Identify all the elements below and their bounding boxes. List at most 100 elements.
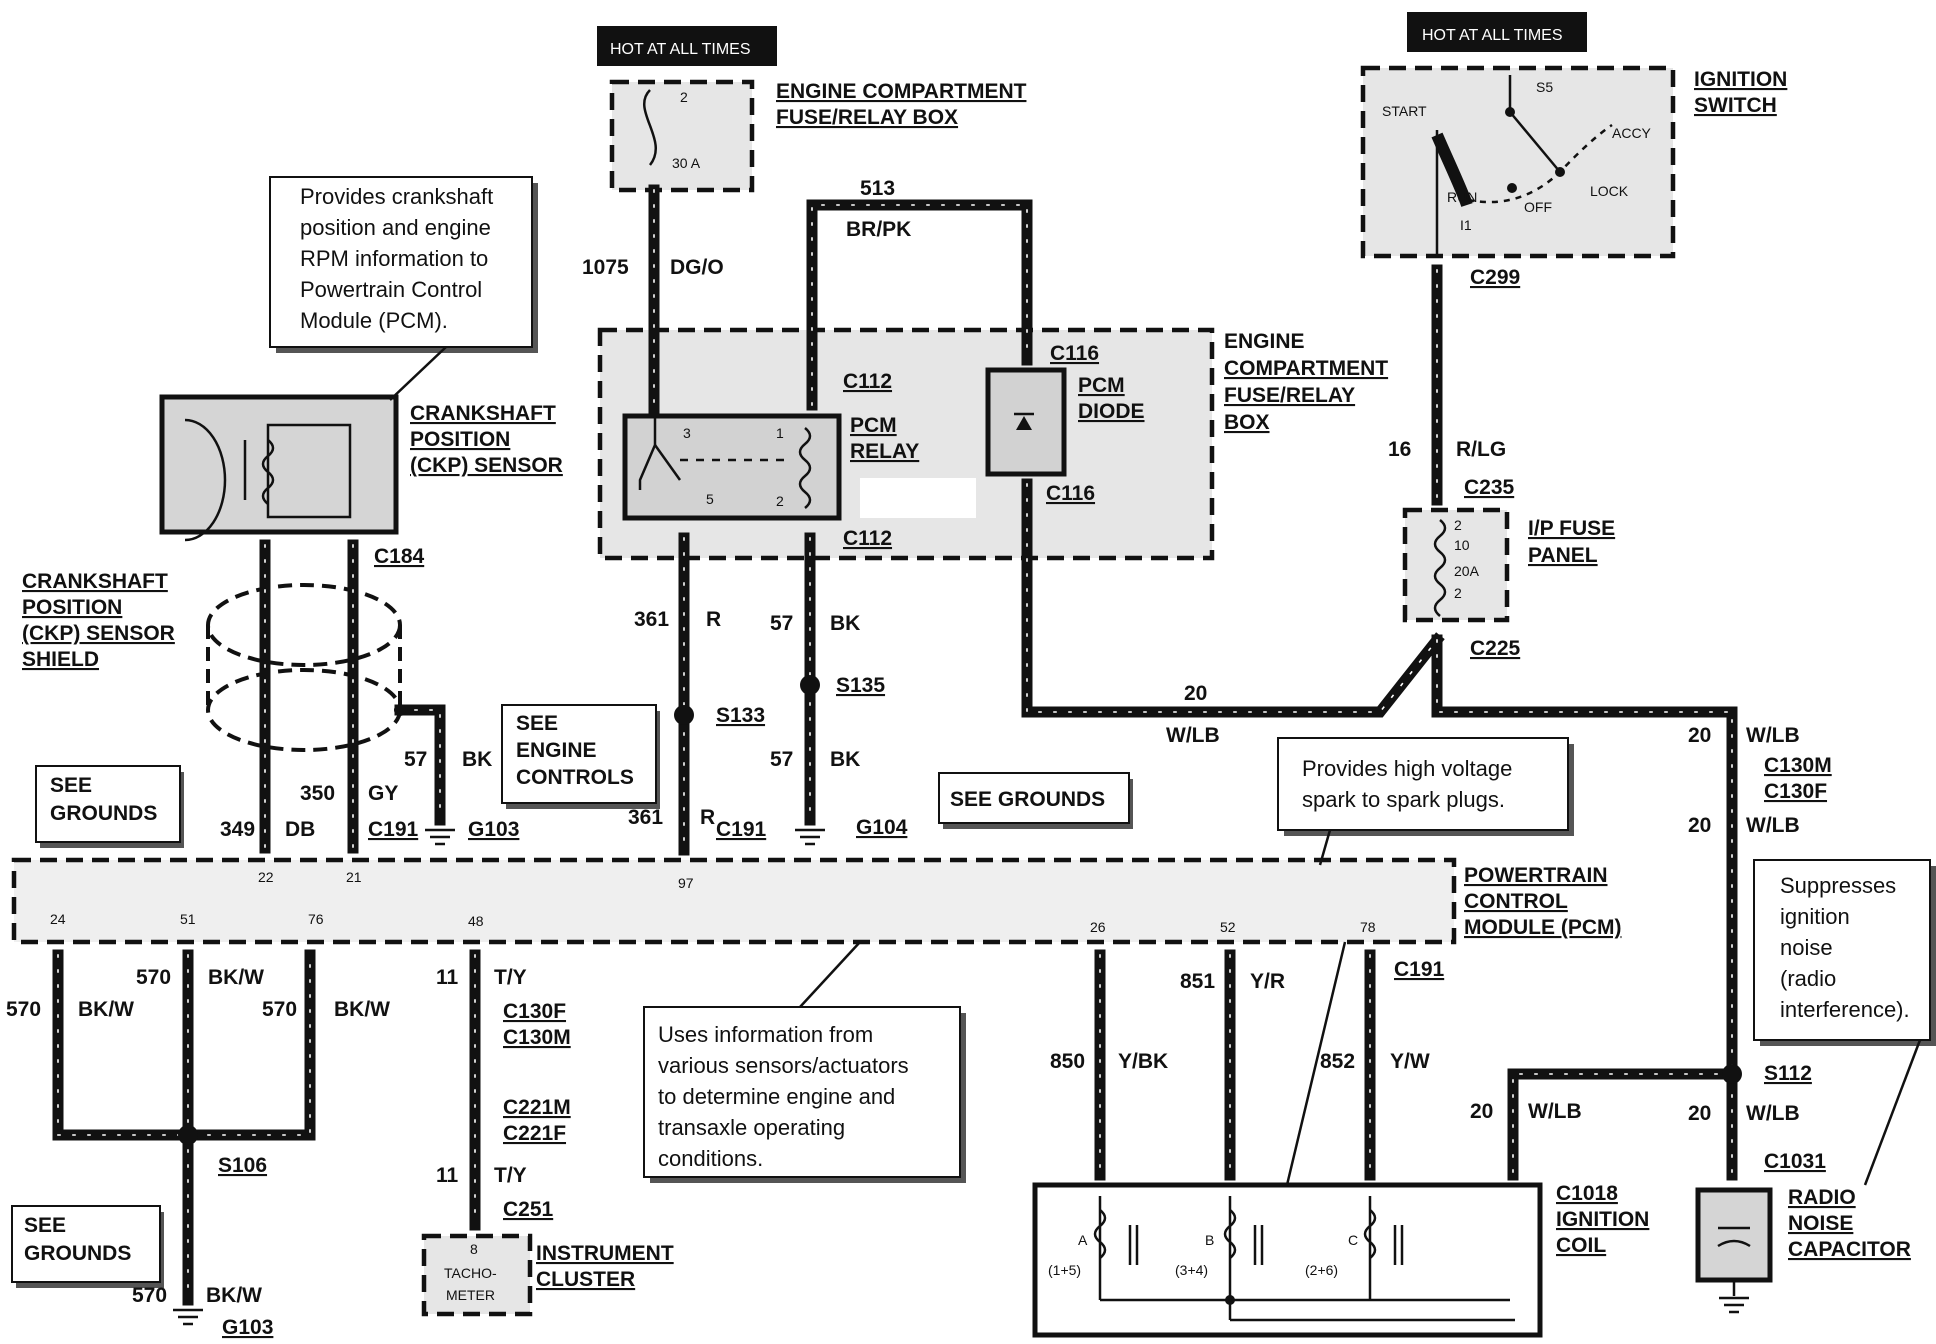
label-coil-1: IGNITION xyxy=(1556,1208,1649,1231)
shield-top xyxy=(206,583,402,667)
conn-c191-mid: C191 xyxy=(716,818,767,841)
pcm-pin-22: 22 xyxy=(258,869,274,885)
callout-spark-1: Provides high voltage xyxy=(1302,756,1512,781)
splice-s106-label: S106 xyxy=(218,1154,267,1177)
callout-ckp xyxy=(269,176,533,348)
ckp-sensor-box xyxy=(159,394,399,535)
pcm-pin-51: 51 xyxy=(180,911,196,927)
conn-c112-bot: C112 xyxy=(843,527,892,550)
ignition-pivot-dot xyxy=(1505,107,1515,117)
label-cap-1: RADIO xyxy=(1788,1186,1856,1209)
pcm-pin-97: 97 xyxy=(678,875,694,891)
label-shield-3: (CKP) SENSOR xyxy=(22,622,175,645)
conn-c299: C299 xyxy=(1470,266,1520,289)
wl-ybk: Y/BK xyxy=(1118,1050,1168,1073)
label-shield-1: CRANKSHAFT xyxy=(22,570,168,593)
wl-wlb-a: W/LB xyxy=(1166,724,1220,747)
see-ec-2: ENGINE xyxy=(516,739,597,762)
label-ckp-3: (CKP) SENSOR xyxy=(410,454,563,477)
callout-pcm xyxy=(643,1006,961,1178)
callout-suppress-pointer xyxy=(1863,1039,1922,1186)
see-ec-3: CONTROLS xyxy=(516,766,634,789)
label-pcm-3: MODULE (PCM) xyxy=(1464,916,1621,939)
ground-g103-bottom xyxy=(173,1308,203,1326)
callout-spark-2: spark to spark plugs. xyxy=(1302,787,1505,812)
wl-513: 513 xyxy=(860,177,895,200)
wl-wlb-b: W/LB xyxy=(1746,724,1800,747)
wl-bk-b: BK xyxy=(830,748,860,771)
fuse-top-rating: 30 A xyxy=(672,155,701,171)
label-cluster-1: INSTRUMENT xyxy=(536,1242,674,1265)
ign-lock: LOCK xyxy=(1590,183,1629,199)
ckp-gear xyxy=(184,418,227,542)
see-grounds-left-1: SEE xyxy=(50,774,92,797)
relay-switch-contact xyxy=(653,444,682,481)
pcm-pin-24: 24 xyxy=(50,911,66,927)
ip-fuse-panel xyxy=(1402,507,1510,623)
pcm-module xyxy=(11,857,1457,945)
wl-570d: 570 xyxy=(132,1284,167,1307)
wl-11a: 11 xyxy=(436,966,459,989)
callout-ckp-pointer xyxy=(389,346,447,401)
callout-suppress-3: noise xyxy=(1780,935,1833,960)
splice-s112-label: S112 xyxy=(1764,1062,1812,1085)
conn-c112-top: C112 xyxy=(843,370,892,393)
coil-a-pins: (1+5) xyxy=(1048,1262,1081,1278)
callout-pcm-4: transaxle operating xyxy=(658,1115,845,1140)
coil-b-label: B xyxy=(1205,1232,1214,1248)
ignition-switch-box xyxy=(1360,65,1676,259)
conn-c191-right: C191 xyxy=(1394,958,1445,981)
wires xyxy=(52,184,1738,1306)
pcm-pin-21: 21 xyxy=(346,869,362,885)
wl-dgo: DG/O xyxy=(670,256,724,279)
callout-pcm-1: Uses information from xyxy=(658,1022,873,1047)
callout-ckp-1: Provides crankshaft xyxy=(300,184,493,209)
wl-yw: Y/W xyxy=(1390,1050,1430,1073)
ground-g103-top-label: G103 xyxy=(468,818,519,841)
label-ckp-2: POSITION xyxy=(410,428,510,451)
label-ecb-3: FUSE/RELAY xyxy=(1224,384,1355,407)
wire-57-shield xyxy=(394,704,446,826)
splice-s135 xyxy=(800,675,820,695)
pcm-pin-76: 76 xyxy=(308,911,324,927)
pcm-pin-52: 52 xyxy=(1220,919,1236,935)
ip-fuse-symbol xyxy=(1433,519,1447,617)
tachometer-box xyxy=(421,1233,533,1317)
pcm-pin-48: 48 xyxy=(468,913,484,929)
label-ip-fuse-2: PANEL xyxy=(1528,544,1598,567)
wl-57b: 57 xyxy=(770,748,793,771)
see-ec-1: SEE xyxy=(516,712,558,735)
wl-ty-b: T/Y xyxy=(494,1164,527,1187)
hot-label-bg-left xyxy=(597,26,777,66)
label-ecb-2: COMPARTMENT xyxy=(1224,357,1388,380)
coil-a-winding xyxy=(1093,1209,1107,1259)
wl-bkw-c: BK/W xyxy=(334,998,390,1021)
wl-rlg: R/LG xyxy=(1456,438,1506,461)
wl-r-b: R xyxy=(700,806,715,829)
wl-ty-a: T/Y xyxy=(494,966,527,989)
label-ecb-4: BOX xyxy=(1224,411,1270,434)
shield-bottom xyxy=(206,668,402,752)
relay-pin-3: 3 xyxy=(683,425,691,441)
label-pcm-relay-2: RELAY xyxy=(850,440,919,463)
wl-570a: 570 xyxy=(6,998,41,1021)
ignition-coil-box xyxy=(1032,1182,1543,1338)
callout-ckp-4: Powertrain Control xyxy=(300,277,482,302)
diode-symbol xyxy=(1016,416,1032,430)
ip-fuse-pin-a: 2 xyxy=(1454,517,1462,533)
ckp-coil xyxy=(261,439,275,505)
wl-361a: 361 xyxy=(634,608,669,631)
ground-capacitor xyxy=(1719,1280,1749,1314)
label-shield-2: POSITION xyxy=(22,596,122,619)
label-cap-2: NOISE xyxy=(1788,1212,1853,1235)
wl-57c: 57 xyxy=(404,748,427,771)
label-pcm-2: CONTROL xyxy=(1464,890,1568,913)
ign-accy: ACCY xyxy=(1612,125,1652,141)
label-ignition-1: IGNITION xyxy=(1694,68,1787,91)
wl-wlb-c: W/LB xyxy=(1746,814,1800,837)
radio-capacitor-box xyxy=(1695,1187,1773,1283)
label-pcm-relay-1: PCM xyxy=(850,414,897,437)
callout-pcm-5: conditions. xyxy=(658,1146,763,1171)
label-pcm-diode-1: PCM xyxy=(1078,374,1125,397)
fuse-top-pin: 2 xyxy=(680,89,688,105)
